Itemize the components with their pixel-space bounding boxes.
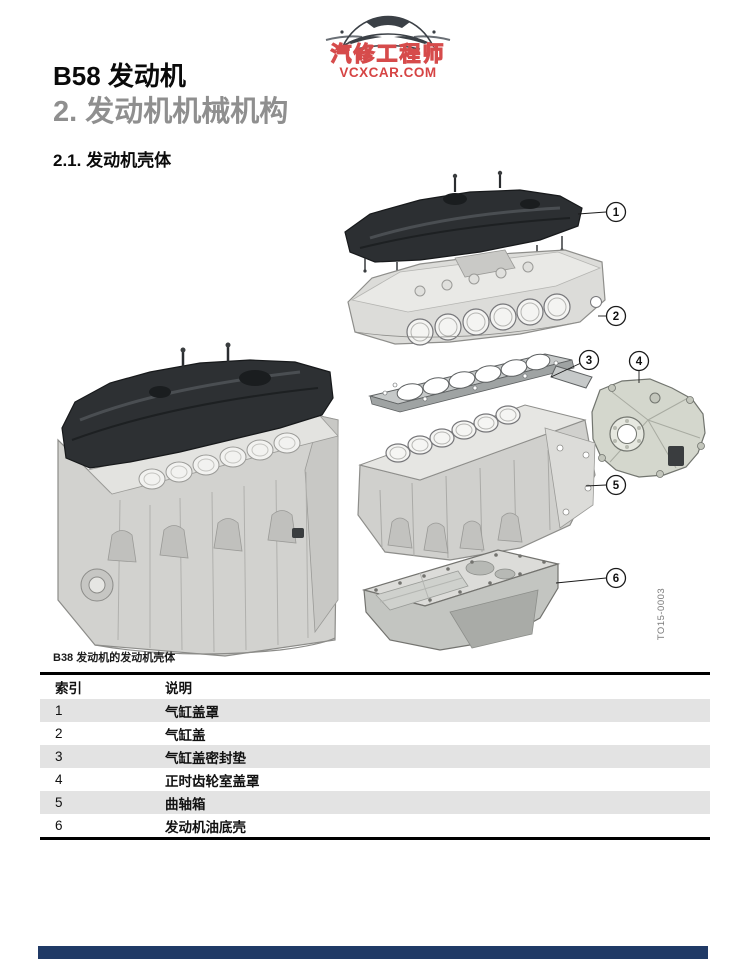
table-row: 6 发动机油底壳 (40, 814, 710, 839)
table-row: 4 正时齿轮室盖罩 (40, 768, 710, 791)
table-row: 5 曲轴箱 (40, 791, 710, 814)
figure-caption: B38 发动机的发动机壳体 (53, 652, 176, 664)
callout-3: 3 (578, 349, 600, 371)
callout-6: 6 (605, 567, 627, 589)
row-desc: 发动机油底壳 (165, 819, 246, 835)
section-heading: 2.1. 发动机壳体 (53, 151, 172, 170)
table-header-row: 索引 说明 (40, 674, 710, 700)
col-header-index: 索引 (55, 681, 82, 696)
oil-pan-illustration (361, 549, 561, 651)
callout-4: 4 (628, 350, 650, 372)
callout-4-label: 4 (636, 356, 643, 368)
row-index: 6 (55, 818, 63, 833)
callout-2-label: 2 (613, 311, 619, 323)
row-desc: 曲轴箱 (165, 796, 206, 812)
head-gasket-illustration (368, 353, 593, 413)
chapter-subtitle: 2. 发动机机械机构 (53, 96, 289, 128)
table-row: 2 气缸盖 (40, 722, 710, 745)
cylinder-head-illustration (347, 249, 606, 346)
callout-5: 5 (605, 474, 627, 496)
timing-case-cover-illustration (591, 378, 706, 478)
callout-1-label: 1 (613, 207, 620, 219)
callout-6-label: 6 (613, 573, 619, 585)
table-row: 3 气缸盖密封垫 (40, 745, 710, 768)
row-index: 3 (55, 749, 63, 764)
callout-5-label: 5 (613, 480, 620, 492)
footer-bar (38, 946, 708, 959)
row-index: 5 (55, 795, 63, 810)
leader-lines (550, 211, 640, 584)
table-row: 1 气缸盖罩 (40, 699, 710, 722)
page-title: B58 发动机 (53, 61, 186, 91)
row-index: 4 (55, 772, 63, 787)
row-desc: 气缸盖密封垫 (165, 750, 246, 766)
logo: 汽修工程师 VCXCAR.COM (296, 2, 480, 84)
row-index: 2 (55, 726, 63, 741)
callout-3-label: 3 (586, 355, 592, 367)
callout-1: 1 (605, 201, 627, 223)
row-desc: 气缸盖 (165, 727, 206, 743)
assembled-engine-illustration (57, 342, 339, 657)
logo-car-icon (325, 15, 451, 50)
brand-url: VCXCAR.COM (339, 65, 437, 80)
parts-table: 索引 说明 1 气缸盖罩 2 气缸盖 3 气缸盖密封垫 4 正时齿轮室盖罩 5 (40, 672, 710, 840)
intake-ports (138, 432, 301, 490)
figure-id: TO15-0003 (656, 588, 667, 640)
row-desc: 气缸盖罩 (165, 704, 219, 720)
crankcase-illustration (357, 404, 596, 561)
brand-name-cn: 汽修工程师 (330, 43, 446, 66)
col-header-description: 说明 (165, 681, 192, 696)
callout-2: 2 (605, 305, 627, 327)
row-index: 1 (55, 703, 63, 718)
row-desc: 正时齿轮室盖罩 (165, 773, 260, 789)
cylinder-head-cover-illustration (344, 170, 583, 279)
